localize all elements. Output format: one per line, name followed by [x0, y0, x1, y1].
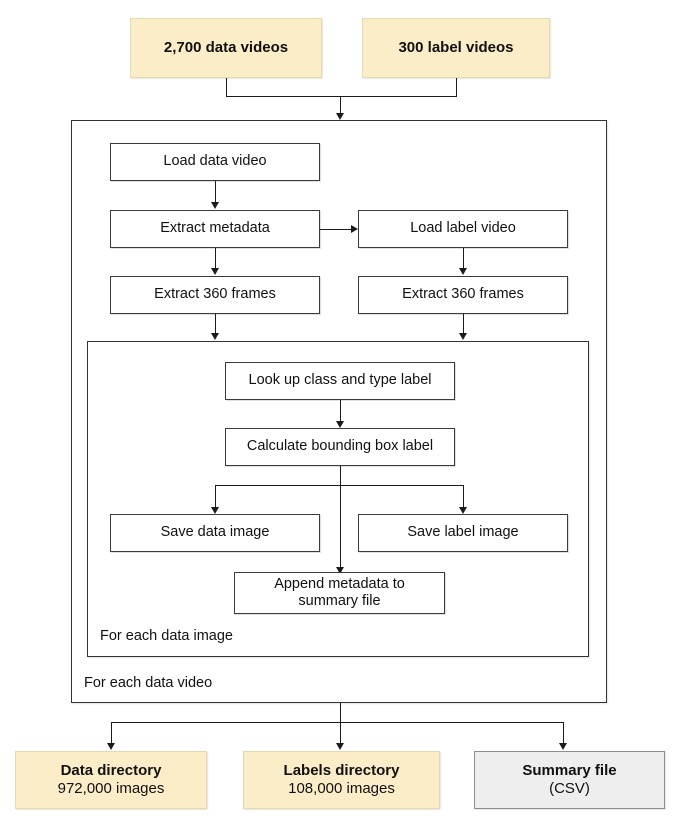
step-extract-360-frames-data: Extract 360 frames	[110, 276, 320, 314]
connector-merge-to-loop	[340, 96, 341, 114]
input-box-data-videos: 2,700 data videos	[130, 18, 322, 78]
step-extract-metadata: Extract metadata	[110, 210, 320, 248]
connector-frames-data-to-inner-loop	[215, 314, 216, 334]
output-box-data-directory-subtitle: 972,000 images	[57, 780, 165, 797]
arrowhead-load-label-video	[351, 224, 358, 233]
arrowhead-extract-frames-label	[459, 268, 467, 275]
step-extract-360-frames-data-label: Extract 360 frames	[154, 286, 276, 303]
arrowhead-save-label-image	[459, 507, 467, 514]
step-save-label-image: Save label image	[358, 514, 568, 552]
connector-lookup-to-bbox	[340, 400, 341, 422]
arrowhead-append-metadata	[336, 567, 344, 574]
connector-frames-label-to-inner-loop	[463, 314, 464, 334]
connector-label-video-to-frames	[463, 248, 464, 269]
connector-bbox-fanout-bar	[215, 485, 464, 486]
step-append-metadata-line1: Append metadata to	[274, 575, 405, 592]
connector-fanout-to-data-directory	[111, 722, 112, 744]
step-extract-360-frames-label: Extract 360 frames	[358, 276, 568, 314]
step-look-up-class-and-type-label-label: Look up class and type label	[248, 372, 432, 389]
step-load-data-video-label: Load data video	[163, 153, 267, 170]
step-extract-360-frames-label-label: Extract 360 frames	[402, 286, 524, 303]
connector-label-videos-down	[456, 78, 457, 96]
connector-fanout-to-summary-file	[563, 722, 564, 744]
loop-frame-for-each-data-video	[71, 120, 607, 703]
connector-bbox-trunk-down	[340, 466, 341, 574]
arrowhead-summary-file	[559, 743, 567, 750]
input-box-label-videos-label: 300 label videos	[398, 39, 514, 57]
step-extract-metadata-label: Extract metadata	[160, 220, 270, 237]
input-box-label-videos: 300 label videos	[362, 18, 550, 78]
connector-data-videos-down	[226, 78, 227, 96]
arrowhead-data-directory	[107, 743, 115, 750]
step-save-label-image-label: Save label image	[407, 524, 519, 541]
arrowhead-extract-frames-data	[211, 268, 219, 275]
output-box-summary-file: Summary file (CSV)	[474, 751, 665, 809]
output-box-labels-directory: Labels directory 108,000 images	[243, 751, 440, 809]
output-box-labels-directory-title: Labels directory	[283, 762, 400, 780]
arrowhead-calculate-bbox	[336, 421, 344, 428]
arrowhead-labels-directory	[336, 743, 344, 750]
connector-outer-loop-trunk	[340, 703, 341, 744]
arrowhead-inner-loop-left	[211, 333, 219, 340]
step-calculate-bounding-box-label: Calculate bounding box label	[225, 428, 455, 466]
arrowhead-extract-metadata	[211, 202, 219, 209]
step-load-label-video: Load label video	[358, 210, 568, 248]
arrowhead-inner-loop-right	[459, 333, 467, 340]
output-box-data-directory: Data directory 972,000 images	[15, 751, 207, 809]
input-box-data-videos-label: 2,700 data videos	[163, 39, 289, 57]
connector-fanout-to-save-data	[215, 485, 216, 508]
arrowhead-save-data-image	[211, 507, 219, 514]
output-box-data-directory-title: Data directory	[60, 762, 162, 780]
output-box-labels-directory-subtitle: 108,000 images	[288, 780, 395, 797]
loop-label-for-each-data-image: For each data image	[100, 628, 233, 644]
step-append-metadata-line2: summary file	[298, 593, 381, 609]
loop-frame-for-each-data-image	[87, 341, 589, 657]
connector-inputs-merge-bar	[226, 96, 457, 97]
loop-label-for-each-data-video: For each data video	[84, 675, 213, 691]
output-box-summary-file-subtitle: (CSV)	[549, 780, 590, 797]
arrowhead-into-outer-loop	[336, 113, 344, 120]
step-calculate-bounding-box-label-label: Calculate bounding box label	[246, 438, 434, 455]
step-load-data-video: Load data video	[110, 143, 320, 181]
connector-metadata-to-label-video	[320, 229, 351, 230]
step-look-up-class-and-type-label: Look up class and type label	[225, 362, 455, 400]
connector-fanout-to-save-label	[463, 485, 464, 508]
step-save-data-image: Save data image	[110, 514, 320, 552]
step-append-metadata-to-summary-file: Append metadata to summary file	[234, 572, 445, 614]
output-box-summary-file-title: Summary file	[522, 762, 617, 780]
connector-outputs-fanout-bar	[111, 722, 563, 723]
step-save-data-image-label: Save data image	[160, 524, 270, 541]
connector-load-to-extract-metadata	[215, 181, 216, 203]
step-load-label-video-label: Load label video	[410, 220, 516, 237]
connector-metadata-to-frames	[215, 248, 216, 269]
